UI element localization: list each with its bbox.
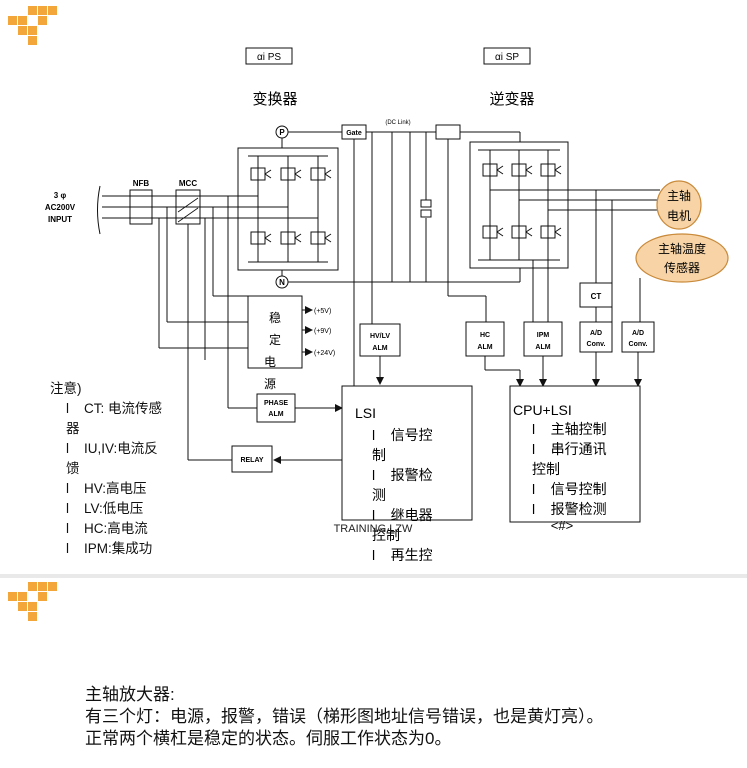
input-lines [102,195,238,219]
svg-text:N: N [279,278,285,287]
amplifier-heading: 主轴放大器: [85,685,175,704]
svg-text:Gate: Gate [346,130,362,137]
svg-text:Conv.: Conv. [629,341,648,348]
svg-text:主轴: 主轴 [667,188,691,203]
svg-text:PHASE: PHASE [264,400,288,407]
svg-text:ALM: ALM [477,344,492,351]
phase-alm-box [256,393,296,423]
dc-link-label: (DC Link) [385,120,410,126]
amplifier-lights-text: 有三个灯：电源，报警，错误（梯形图地址信号错误，也是黄灯亮）。 [85,707,604,726]
ct-box [579,282,613,308]
note-line: l IPM:集成功 [66,541,153,556]
input-phase: 3 φ [54,191,67,200]
cpu-title: CPU+LSI [513,402,572,418]
input-voltage: AC200V [45,203,76,212]
diagram-slide: αi PS αi SP 变换器 逆变器 3 φ AC200V INPUT NFB… [8,6,729,563]
nfb-label: NFB [133,179,150,188]
svg-text:HV/LV: HV/LV [370,333,390,340]
v5-label: (+5V) [314,308,331,315]
svg-text:l 再生控: l 再生控 [372,547,433,563]
inverter-gate-box [435,124,461,140]
svg-text:l 报警检: l 报警检 [372,467,433,483]
svg-text:ALM: ALM [535,344,550,351]
watermark-text: TRAINING LZW [334,523,413,535]
note-line: l LV:低电压 [66,501,144,516]
regulator-box [247,295,303,369]
sp-label: αi SP [495,52,519,63]
converter-label: 变换器 [252,91,297,108]
v24-label: (+24V) [314,350,335,357]
spindle-temp-sensor [635,233,729,283]
svg-text:Conv.: Conv. [587,341,606,348]
lsi-title: LSI [355,405,376,421]
inverter-bridge [478,149,660,322]
converter-module [237,147,339,271]
svg-text:l 信号控: l 信号控 [372,427,433,443]
hvlv-alm-box [359,323,401,357]
ad-conv-2 [621,321,655,353]
svg-text:主轴温度: 主轴温度 [658,241,706,256]
text-slide: 主轴放大器: 有三个灯：电源，报警，错误（梯形图地址信号错误，也是黄灯亮）。 正… [0,578,747,768]
cpu-lsi-block [509,385,641,523]
svg-text:控制: 控制 [372,527,400,543]
svg-text:RELAY: RELAY [240,457,263,464]
dc-bus [288,131,521,283]
svg-text:l 主轴控制: l 主轴控制 [532,421,607,437]
svg-text:A/D: A/D [632,330,644,337]
spindle-motor [656,180,702,230]
svg-text:ALM: ALM [372,345,387,352]
note-line: l HC:高电流 [66,521,148,536]
note-line: l IU,IV:电流反 [66,441,158,456]
svg-text:IPM: IPM [537,332,550,339]
notes-title: 注意) [50,381,82,396]
logo-icon [8,582,58,624]
cpu-footer: <#> [551,518,573,533]
sp-label-box [483,47,531,65]
svg-text:稳: 稳 [269,310,281,325]
amplifier-status-text: 正常两个横杠是稳定的状态。伺服工作状态为0。 [85,729,452,748]
svg-text:控制: 控制 [532,461,560,477]
lsi-block [341,385,473,521]
svg-text:l 报警检测: l 报警检测 [532,501,607,517]
inverter-module [469,141,569,269]
inverter-label: 逆变器 [489,91,534,108]
hc-alm-box [465,321,505,357]
mcc-label: MCC [179,179,197,188]
ipm-alm-box [523,321,563,357]
svg-text:l 串行通讯: l 串行通讯 [532,441,607,457]
note-line: 馈 [66,461,80,476]
note-line: l CT: 电流传感 [66,401,163,416]
svg-text:A/D: A/D [590,330,602,337]
ps-label: αi PS [257,52,281,63]
dc-capacitor [420,199,432,208]
svg-text:源: 源 [264,377,276,391]
amplifier-diagram: αi PS αi SP 变换器 逆变器 3 φ AC200V INPUT NFB… [45,47,729,563]
ad-conv-1 [579,321,613,353]
nfb-breaker [129,189,153,225]
note-line: l HV:高电压 [66,481,147,496]
svg-text:电: 电 [264,355,276,369]
logo-icon [8,6,58,48]
ps-label-box [245,47,293,65]
svg-text:HC: HC [480,332,490,339]
svg-text:测: 测 [372,487,386,503]
svg-text:l 信号控制: l 信号控制 [532,481,607,497]
note-line: 器 [66,421,80,436]
svg-text:P: P [279,128,285,137]
svg-text:制: 制 [372,447,386,463]
converter-bridge [238,155,332,263]
svg-text:CT: CT [591,292,602,301]
v9-label: (+9V) [314,328,331,335]
input-label: INPUT [48,215,72,224]
svg-text:传感器: 传感器 [664,260,700,275]
svg-text:l 继电器: l 继电器 [372,507,433,523]
svg-text:电机: 电机 [667,209,691,223]
svg-text:ALM: ALM [268,411,283,418]
svg-text:定: 定 [269,332,281,347]
relay-box [231,445,273,473]
